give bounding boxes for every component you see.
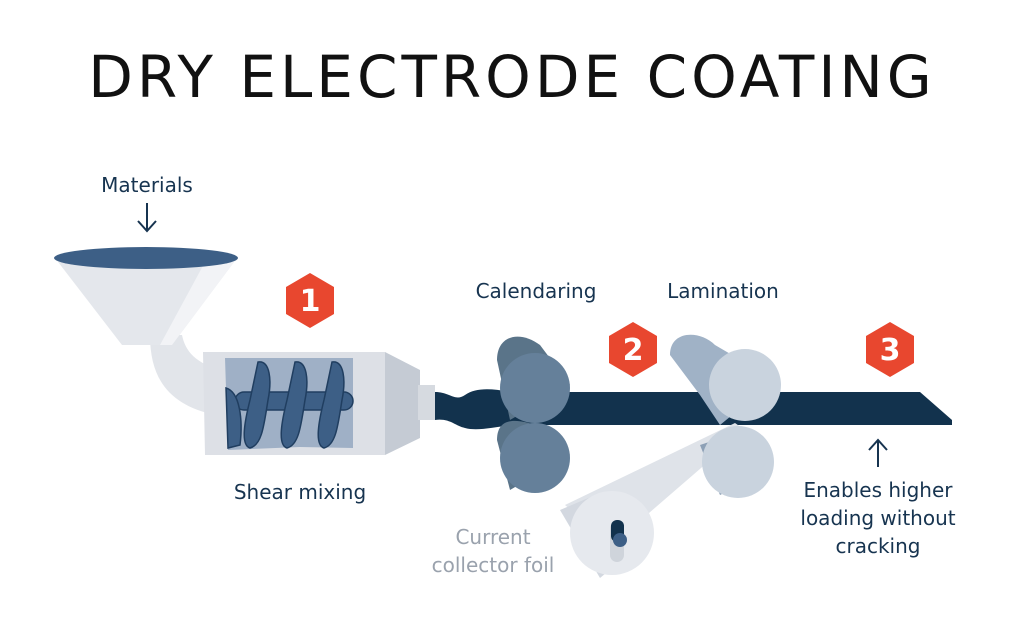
shear-mixer-barrel — [203, 352, 435, 455]
screw-auger — [225, 361, 354, 449]
enables-label-line2: loading without — [800, 506, 955, 530]
foil-roll — [560, 491, 654, 578]
calendaring-label: Calendaring — [476, 279, 597, 303]
calendaring-rollers — [497, 336, 570, 493]
step-badge-3: 3 — [866, 322, 914, 377]
hopper-funnel — [54, 247, 238, 415]
arrow-up-icon — [868, 438, 888, 467]
svg-text:3: 3 — [880, 333, 901, 368]
step-badge-2: 2 — [609, 322, 657, 377]
foil-label-line2: collector foil — [432, 553, 555, 577]
svg-text:2: 2 — [623, 333, 644, 368]
page-title: DRY ELECTRODE COATING — [88, 43, 936, 111]
svg-text:1: 1 — [300, 284, 321, 319]
materials-label: Materials — [101, 173, 193, 197]
step-badge-1: 1 — [286, 273, 334, 328]
lamination-label: Lamination — [667, 279, 779, 303]
foil-label-line1: Current — [455, 525, 530, 549]
shear-mixing-label: Shear mixing — [234, 480, 366, 504]
arrow-down-icon — [137, 203, 157, 233]
lamination-rollers — [670, 334, 781, 498]
enables-label-line1: Enables higher — [803, 478, 953, 502]
enables-label-line3: cracking — [836, 534, 921, 558]
